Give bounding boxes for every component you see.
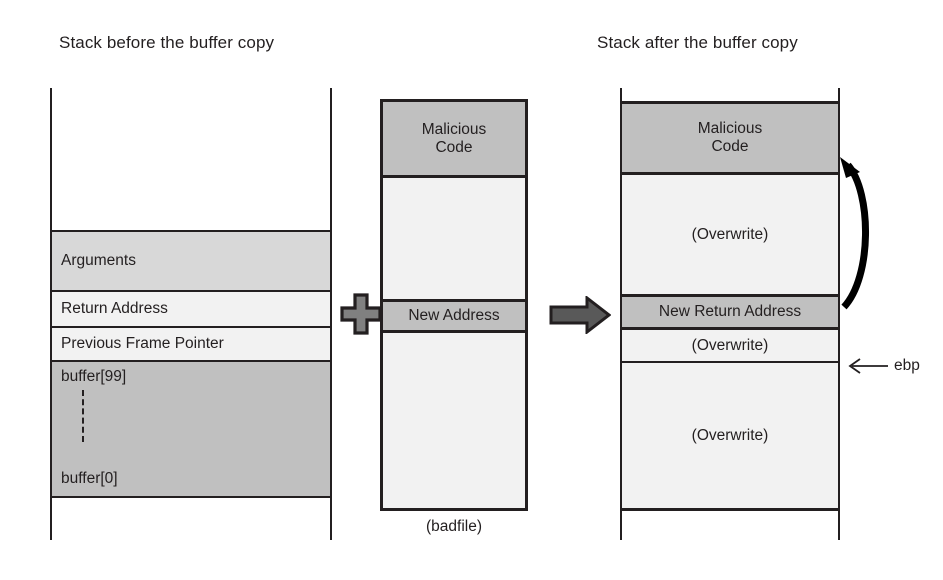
- right-overwrite-lower-label: (Overwrite): [691, 426, 769, 444]
- left-cell-return-address: Return Address: [52, 292, 330, 328]
- badfile-caption: (badfile): [426, 518, 482, 535]
- left-stack-rail-right: [330, 88, 332, 540]
- stack-before-diagram: Arguments Return Address Previous Frame …: [50, 88, 332, 540]
- badfile-cell-filler-lower: [383, 333, 525, 508]
- curved-redirect-arrow-icon: [838, 155, 884, 315]
- right-overwrite-upper-label: (Overwrite): [691, 225, 769, 243]
- ebp-left-arrow-icon: [848, 358, 888, 374]
- right-cell-overwrite-lower: (Overwrite): [622, 363, 838, 511]
- left-cell-arguments-label: Arguments: [61, 252, 136, 269]
- title-stack-after: Stack after the buffer copy: [597, 33, 798, 52]
- right-malicious-code-line2: Code: [711, 138, 749, 155]
- right-new-return-address-label: New Return Address: [658, 303, 802, 320]
- stack-after-diagram: Malicious Code (Overwrite) New Return Ad…: [620, 88, 840, 540]
- left-cell-buffer-top-label: buffer[99]: [61, 368, 127, 385]
- badfile-malicious-code-line1: Malicious: [421, 120, 487, 138]
- ebp-annotation: ebp: [846, 353, 942, 379]
- right-overwrite-mid-label: (Overwrite): [691, 336, 769, 354]
- badfile-cell-malicious-code: Malicious Code: [383, 102, 525, 178]
- left-cell-buffer: buffer[99] buffer[0]: [52, 362, 330, 498]
- right-cell-new-return-address: New Return Address: [622, 297, 838, 330]
- left-cell-arguments: Arguments: [52, 230, 330, 292]
- title-stack-before: Stack before the buffer copy: [59, 33, 275, 52]
- right-arrow-icon: [549, 294, 612, 336]
- badfile-new-address-label: New Address: [408, 307, 500, 324]
- left-cell-return-address-label: Return Address: [61, 300, 168, 317]
- badfile-malicious-code-line2: Code: [435, 138, 473, 156]
- left-cell-previous-frame-pointer-label: Previous Frame Pointer: [61, 335, 224, 352]
- ebp-label: ebp: [894, 357, 920, 374]
- right-cell-overwrite-mid: (Overwrite): [622, 330, 838, 363]
- left-cell-buffer-bottom-label: buffer[0]: [61, 470, 118, 487]
- left-cell-previous-frame-pointer: Previous Frame Pointer: [52, 328, 330, 362]
- badfile-cell-filler-upper: [383, 178, 525, 299]
- right-stack-rail-right: [838, 88, 840, 540]
- buffer-ellipsis-dashed-line: [82, 390, 84, 442]
- right-cell-overwrite-upper: (Overwrite): [622, 175, 838, 297]
- right-stack-rail-left: [620, 88, 622, 540]
- right-malicious-code-line1: Malicious: [697, 120, 763, 137]
- left-stack-rail-left: [50, 88, 52, 540]
- badfile-cell-new-address: New Address: [383, 299, 525, 333]
- plus-operator-icon: [339, 292, 383, 336]
- right-cell-malicious-code: Malicious Code: [622, 101, 838, 175]
- badfile-column: Malicious Code New Address: [380, 99, 528, 511]
